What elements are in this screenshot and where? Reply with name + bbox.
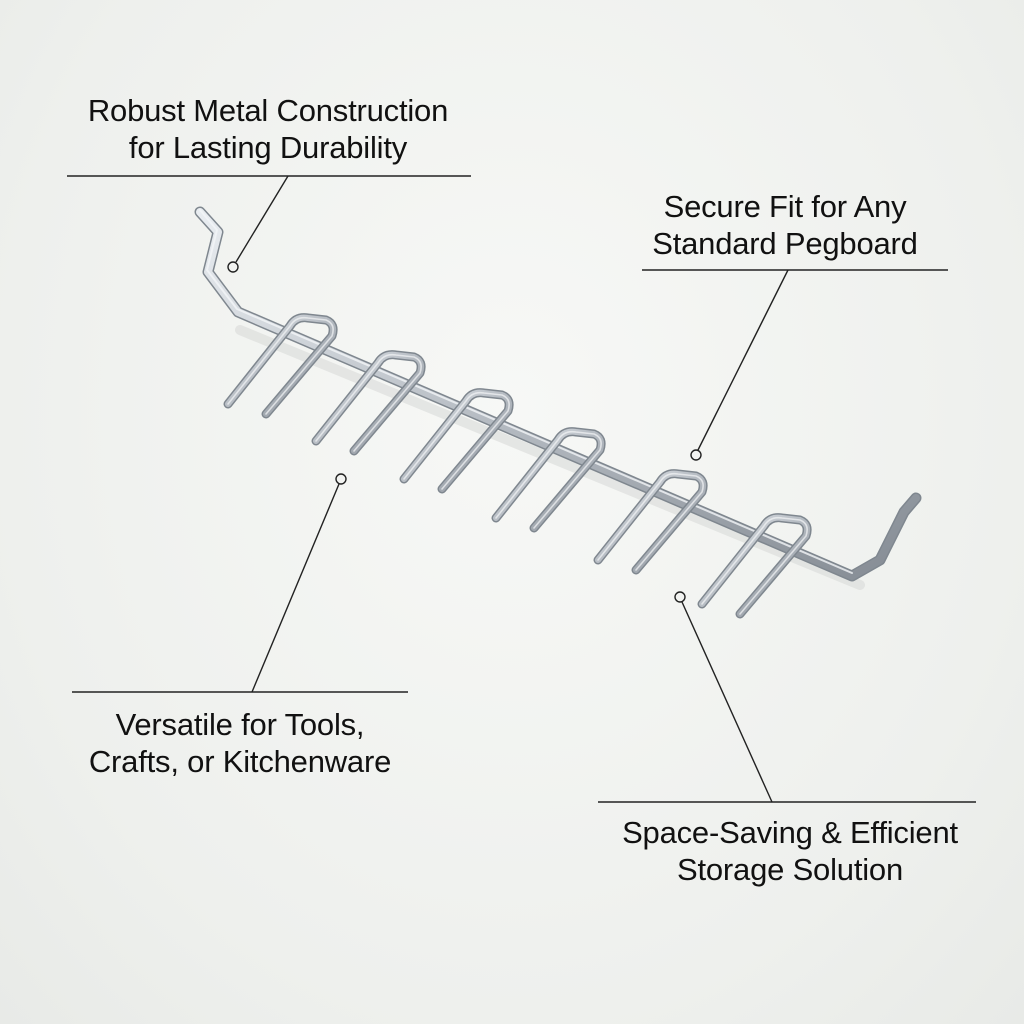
callout-versatile: Versatile for Tools, Crafts, or Kitchenw… [60,706,420,780]
metal-rack [194,206,922,582]
callout-secure-fit-line1: Secure Fit for Any [663,189,907,224]
prong-loop-1 [227,316,334,415]
callout-versatile-line2: Crafts, or Kitchenware [88,744,392,779]
callout-durability-line2: for Lasting Durability [128,130,408,165]
prong-group [223,313,812,619]
leader-dot-2 [690,449,702,461]
prong-loop-3 [403,391,510,490]
callout-space-saving-line2: Storage Solution [676,852,903,887]
callout-secure-fit-line2: Standard Pegboard [652,226,918,261]
leader-1 [235,175,289,263]
callout-space-saving-line1: Space-Saving & Efficient [622,815,958,850]
prong-loop-2 [315,353,422,452]
callout-durability: Robust Metal Construction for Lasting Du… [58,92,478,166]
callout-durability-line1: Robust Metal Construction [87,93,449,128]
leader-2 [697,269,789,451]
prong-loop-4 [495,430,602,529]
callout-versatile-line1: Versatile for Tools, [115,707,365,742]
rack-shadow [235,325,865,590]
leader-dot-3 [335,473,347,485]
prong-loop-6 [701,516,808,615]
leader-dot-1 [227,261,239,273]
leader-4 [681,601,773,803]
prong-loop-5 [597,472,704,571]
callout-secure-fit: Secure Fit for Any Standard Pegboard [620,188,950,262]
leader-3 [251,483,340,693]
callout-space-saving: Space-Saving & Efficient Storage Solutio… [590,814,990,888]
leader-lines [67,175,976,803]
leader-dot-4 [674,591,686,603]
